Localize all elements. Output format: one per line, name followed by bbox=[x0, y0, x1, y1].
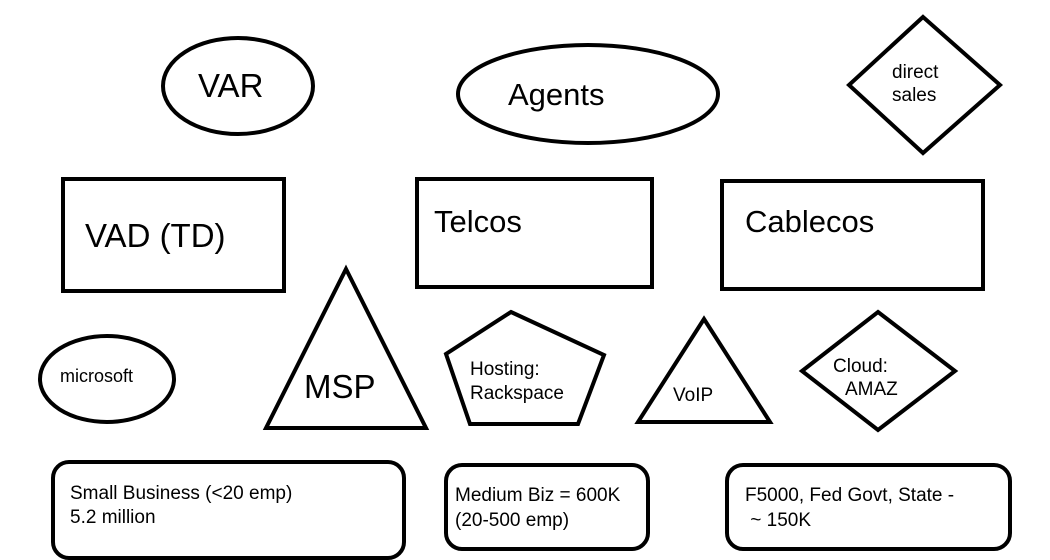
diamond-shape bbox=[846, 14, 1004, 156]
triangle-shape bbox=[634, 315, 774, 424]
rectangle-shape bbox=[61, 177, 286, 293]
node-agents-label: Agents bbox=[508, 77, 605, 112]
rounded-rectangle-shape bbox=[725, 463, 1012, 551]
rounded-rectangle-shape bbox=[444, 463, 650, 551]
node-hosting[interactable]: Hosting: Rackspace bbox=[443, 309, 607, 426]
node-microsoft-label: microsoft bbox=[60, 366, 133, 386]
node-var[interactable]: VAR bbox=[161, 36, 315, 136]
node-direct-sales[interactable]: direct sales bbox=[846, 14, 1004, 156]
node-telcos-label: Telcos bbox=[434, 204, 522, 239]
node-microsoft[interactable]: microsoft bbox=[38, 334, 176, 424]
node-enterprise-line-2: ~ 150K bbox=[745, 510, 811, 531]
rectangle-shape bbox=[415, 177, 654, 289]
node-cloud-line-1: Cloud: bbox=[833, 356, 888, 377]
node-vad-label: VAD (TD) bbox=[85, 217, 226, 254]
node-cloud[interactable]: Cloud: AMAZ bbox=[798, 309, 959, 433]
node-medium-biz-line-2: (20-500 emp) bbox=[455, 510, 569, 531]
node-hosting-line-2: Rackspace bbox=[470, 383, 564, 404]
rectangle-shape bbox=[720, 179, 985, 291]
diamond-shape bbox=[798, 309, 959, 433]
node-small-business[interactable]: Small Business (<20 emp) 5.2 million bbox=[51, 460, 406, 560]
pentagon-shape bbox=[443, 309, 607, 426]
node-msp[interactable]: MSP bbox=[262, 264, 430, 430]
node-cablecos[interactable]: Cablecos bbox=[720, 179, 985, 291]
node-vad[interactable]: VAD (TD) bbox=[61, 177, 286, 293]
node-agents[interactable]: Agents bbox=[456, 43, 720, 145]
node-voip[interactable]: VoIP bbox=[634, 315, 774, 424]
rounded-rectangle-shape bbox=[51, 460, 406, 560]
ellipse-shape bbox=[38, 334, 176, 424]
node-telcos[interactable]: Telcos bbox=[415, 177, 654, 289]
node-small-business-line-1: Small Business (<20 emp) bbox=[70, 483, 292, 504]
node-medium-biz[interactable]: Medium Biz = 600K (20-500 emp) bbox=[444, 463, 650, 551]
node-msp-label: MSP bbox=[304, 368, 376, 405]
ellipse-shape bbox=[161, 36, 315, 136]
node-hosting-line-1: Hosting: bbox=[470, 359, 540, 380]
node-medium-biz-line-1: Medium Biz = 600K bbox=[455, 485, 621, 506]
node-direct-sales-line-1: direct bbox=[892, 62, 939, 83]
node-small-business-line-2: 5.2 million bbox=[70, 507, 156, 528]
ellipse-shape bbox=[456, 43, 720, 145]
node-enterprise[interactable]: F5000, Fed Govt, State - ~ 150K bbox=[725, 463, 1012, 551]
node-direct-sales-line-2: sales bbox=[892, 85, 936, 106]
node-cloud-line-2: AMAZ bbox=[845, 379, 898, 400]
triangle-shape bbox=[262, 264, 430, 430]
node-voip-label: VoIP bbox=[673, 385, 713, 406]
node-cablecos-label: Cablecos bbox=[745, 204, 874, 239]
node-enterprise-line-1: F5000, Fed Govt, State - bbox=[745, 485, 954, 506]
node-var-label: VAR bbox=[198, 67, 263, 104]
